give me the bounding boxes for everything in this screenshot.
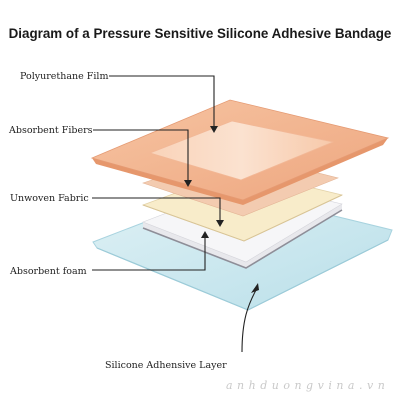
leader-absorbent-fibers: [93, 129, 189, 180]
arrow-unwoven-fabric: [216, 220, 224, 227]
leader-polyurethane-film: [109, 75, 215, 126]
leader-silicone-layer: [241, 289, 257, 353]
leader-lines: [92, 75, 257, 353]
arrow-silicone-layer: [251, 283, 259, 293]
label-silicone-layer: Silicone Adhensive Layer: [105, 360, 227, 371]
polyurethane-film-layer: [90, 99, 390, 205]
arrow-absorbent-fibers: [184, 180, 192, 187]
watermark: anhduongvina.vn: [226, 379, 389, 392]
label-absorbent-foam: Absorbent foam: [9, 266, 87, 277]
leader-unwoven-fabric: [92, 197, 221, 220]
arrow-polyurethane-film: [210, 126, 218, 133]
arrow-absorbent-foam: [201, 231, 209, 238]
leader-absorbent-foam: [92, 238, 206, 271]
diagram-title: Diagram of a Pressure Sensitive Silicone…: [8, 26, 392, 41]
label-polyurethane-film: Polyurethane Film: [20, 71, 108, 82]
leader-arrowheads: [184, 126, 259, 293]
label-unwoven-fabric: Unwoven Fabric: [10, 193, 89, 204]
label-absorbent-fibers: Absorbent Fibers: [8, 125, 93, 136]
